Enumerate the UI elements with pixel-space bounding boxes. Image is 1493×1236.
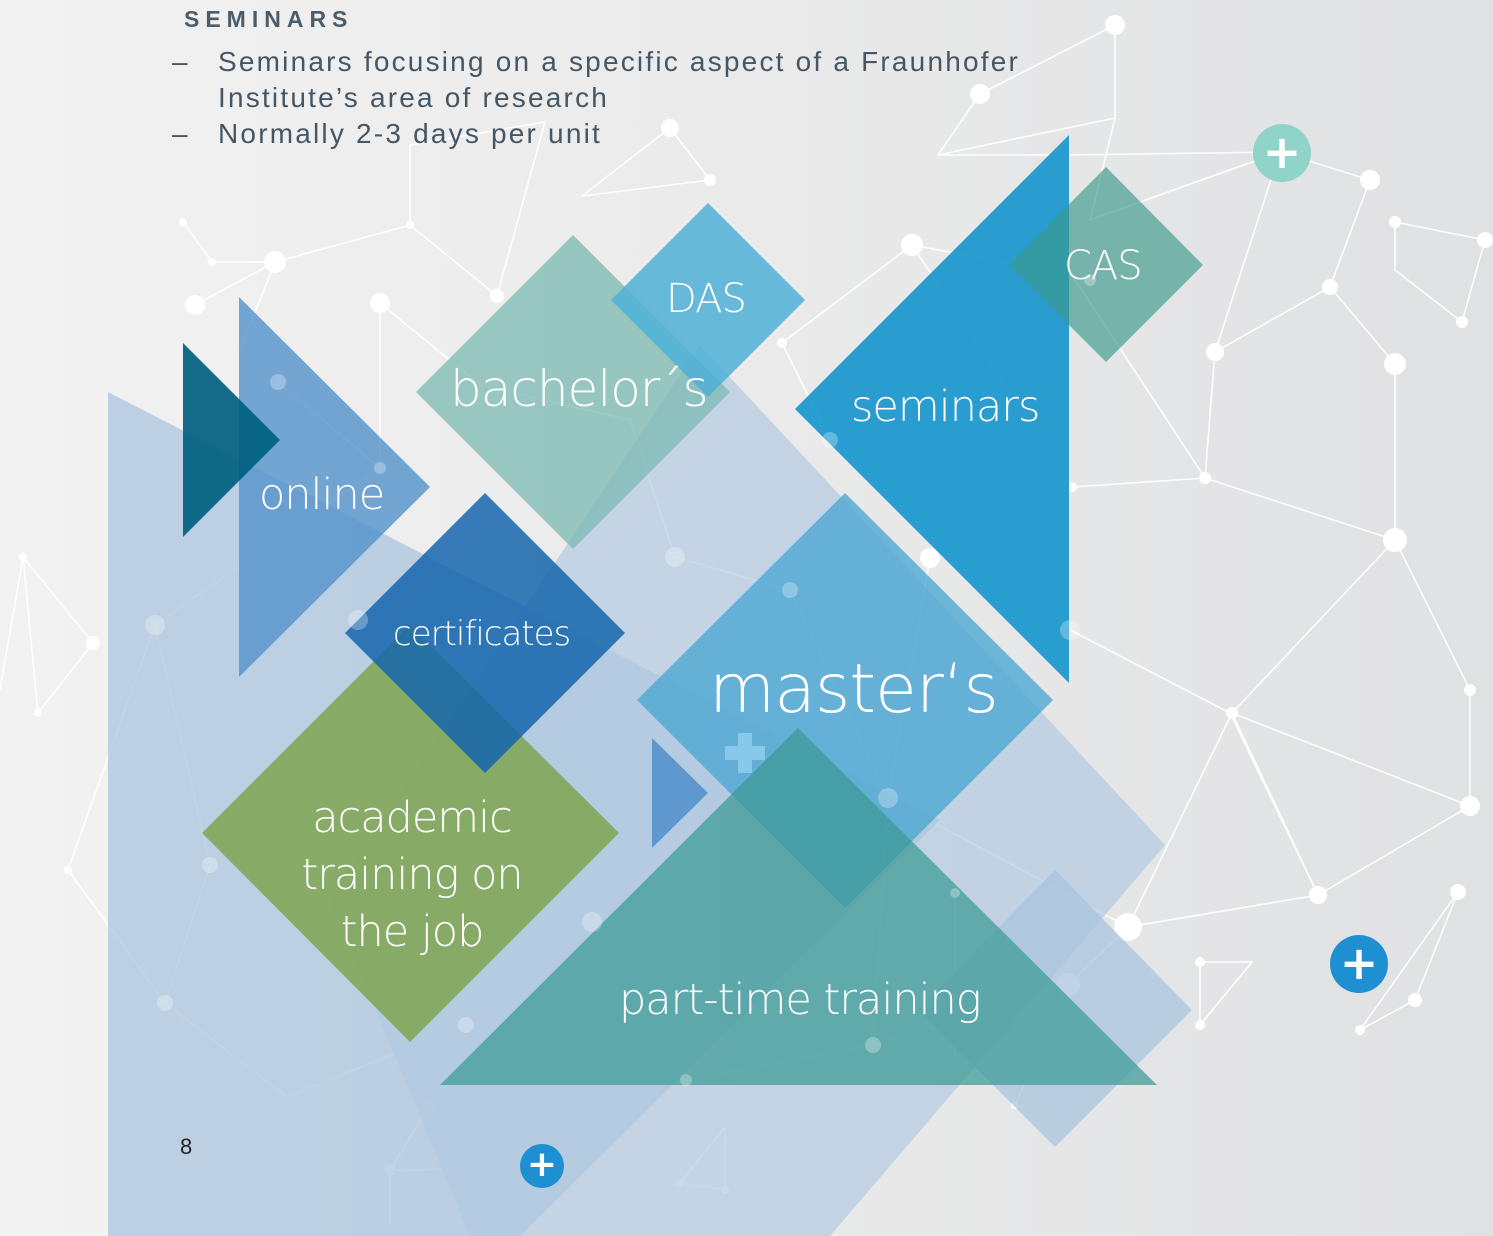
page-number: 8 [180,1134,193,1159]
das-shape [611,203,805,397]
section-heading: SEMINARS [184,6,354,32]
cas-shape [1009,167,1203,362]
masters-shape [637,493,1053,908]
label-academic-training: academic training on the job [298,790,526,961]
plus-sign-icon [725,733,765,773]
certificates-shape [345,493,625,773]
seminars-shape [795,135,1069,683]
dark-triangle [183,343,280,537]
plus-circle-icon[interactable]: + [1253,124,1311,182]
bullet-item: Seminars focusing on a specific aspect o… [172,44,1078,116]
small-blue-triangle [652,738,708,848]
online-shape [239,297,430,677]
bullet-list: Seminars focusing on a specific aspect o… [172,44,1078,152]
label-das: DAS [666,276,747,322]
label-part-time-training: part-time training [619,975,982,1025]
label-certificates: certificates [393,614,571,654]
label-academic-line3: the job [340,907,485,957]
label-academic-line2: training on [301,850,523,900]
plus-circle-icon[interactable]: + [1330,935,1388,993]
label-academic-line1: academic [312,793,513,843]
part-time-shape [440,728,1157,1085]
label-online: online [259,470,385,520]
label-seminars: seminars [851,382,1040,432]
label-masters: master‘s [709,650,999,729]
plus-circle-icon[interactable]: + [520,1144,564,1188]
bullet-item: Normally 2-3 days per unit [172,116,1078,152]
label-cas: CAS [1064,243,1143,289]
label-bachelors: bachelor´s [450,360,709,418]
network-nodes [19,15,1493,1194]
